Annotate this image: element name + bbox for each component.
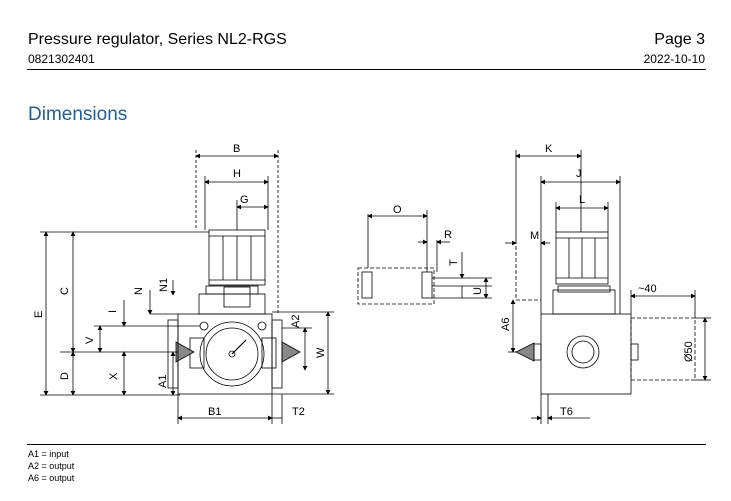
document-date: 2022-10-10 bbox=[643, 52, 705, 66]
dim-label-a2: A2 bbox=[290, 315, 302, 328]
port-notes: A1 = input A2 = output A6 = output bbox=[28, 448, 74, 484]
mounting-detail-view bbox=[357, 210, 492, 305]
dim-label-g: G bbox=[240, 194, 249, 206]
dimension-labels: B H G C E N1 N I V D X A1 A2 W B1 T2 O R… bbox=[33, 143, 695, 418]
note-a6: A6 = output bbox=[28, 473, 75, 483]
dim-label-u: U bbox=[472, 287, 484, 295]
dim-label-t: T bbox=[448, 259, 460, 266]
note-a1: A1 = input bbox=[28, 449, 69, 459]
dim-label-d: D bbox=[59, 372, 71, 380]
front-view bbox=[40, 150, 334, 424]
dim-label-n: N bbox=[133, 287, 145, 295]
header-divider bbox=[27, 69, 706, 70]
dim-label-t6: T6 bbox=[560, 406, 573, 418]
dim-label-x: X bbox=[108, 372, 120, 380]
side-view bbox=[505, 150, 711, 424]
dim-label-l: L bbox=[579, 194, 585, 206]
side-body bbox=[540, 313, 632, 395]
part-number: 0821302401 bbox=[28, 52, 95, 66]
dim-label-b: B bbox=[233, 143, 240, 155]
dim-label-h: H bbox=[233, 168, 241, 180]
dim-label-t2: T2 bbox=[292, 406, 305, 418]
gauge bbox=[199, 321, 265, 387]
section-title: Dimensions bbox=[28, 104, 128, 125]
dim-label-n1: N1 bbox=[158, 278, 170, 292]
dim-label-w: W bbox=[315, 347, 327, 358]
dim-label-approx40: ~40 bbox=[638, 283, 657, 295]
page-number: Page 3 bbox=[654, 31, 705, 48]
dim-label-c: C bbox=[59, 287, 71, 295]
document-title: Pressure regulator, Series NL2-RGS bbox=[28, 31, 287, 48]
dim-label-i: I bbox=[107, 310, 119, 313]
dim-label-a6: A6 bbox=[500, 318, 512, 331]
dim-label-dia50: Ø50 bbox=[683, 341, 695, 362]
dim-label-r: R bbox=[444, 229, 452, 241]
note-a2: A2 = output bbox=[28, 461, 75, 471]
dim-label-b1: B1 bbox=[208, 406, 221, 418]
dim-label-m: M bbox=[530, 230, 539, 242]
dim-label-e: E bbox=[33, 311, 45, 318]
dim-label-a1: A1 bbox=[157, 375, 169, 388]
footer-divider bbox=[27, 444, 706, 445]
dim-label-v: V bbox=[84, 336, 96, 344]
dim-label-j: J bbox=[576, 168, 582, 180]
dimension-drawing: B H G C E N1 N I V D X A1 A2 W B1 T2 O R… bbox=[33, 143, 711, 424]
dim-label-k: K bbox=[545, 143, 553, 155]
dim-label-o: O bbox=[393, 204, 402, 216]
